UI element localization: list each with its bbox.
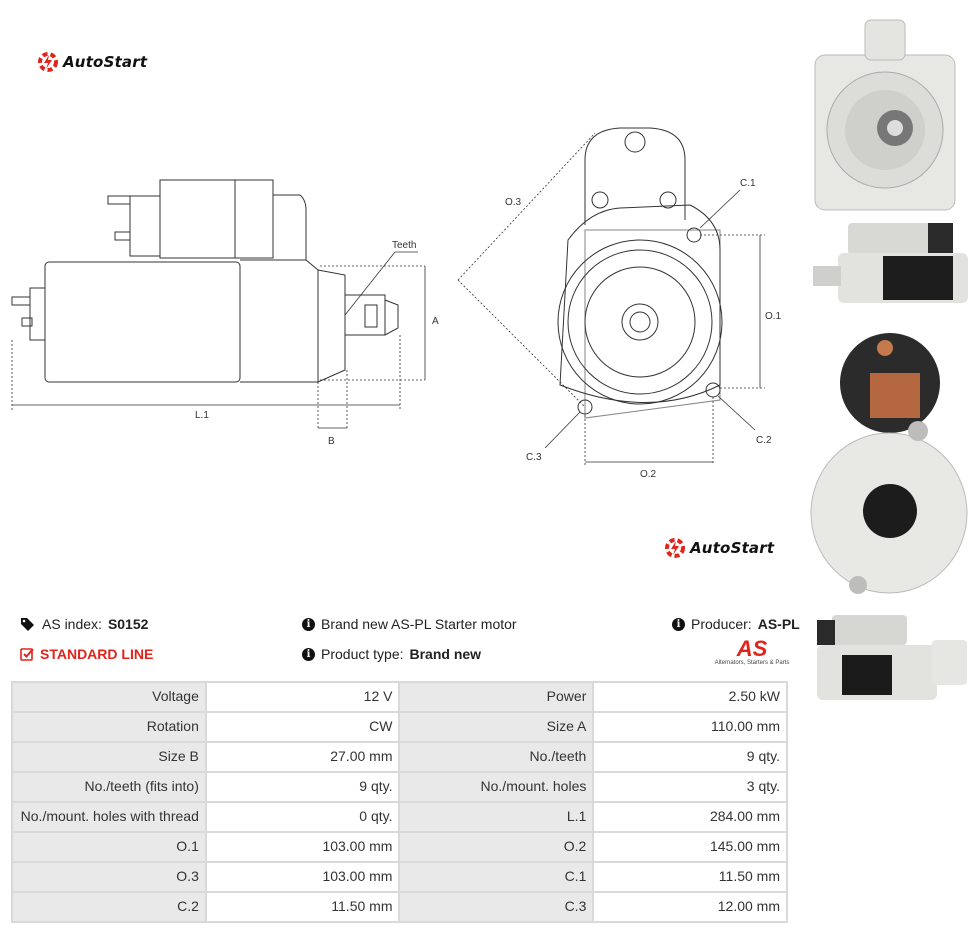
spec-label: Power [400, 683, 593, 711]
spec-label: No./teeth (fits into) [13, 773, 205, 801]
as-pl-logo: AS Alternators, Starters & Parts [712, 636, 792, 667]
spec-label: Voltage [13, 683, 205, 711]
spec-value: 3 qty. [594, 773, 786, 801]
as-logo-tagline: Alternators, Starters & Parts [714, 660, 790, 666]
product-line: STANDARD LINE [20, 646, 153, 662]
label-c1: C.1 [740, 178, 756, 189]
spec-value: 103.00 mm [206, 833, 399, 861]
spec-value: 2.50 kW [594, 683, 786, 711]
spec-label: O.1 [13, 833, 205, 861]
brand-logo-bottom: AutoStart [664, 537, 774, 559]
description-text: Brand new AS-PL Starter motor [321, 616, 517, 632]
logo-text: AutoStart [690, 539, 775, 557]
label-o3: O.3 [505, 197, 522, 208]
spec-value: 103.00 mm [206, 863, 399, 891]
spec-label: O.2 [400, 833, 593, 861]
spec-label: Rotation [13, 713, 205, 741]
as-index-label: AS index: [42, 616, 102, 632]
autostart-logo-icon [38, 52, 58, 72]
product-photo-side[interactable] [808, 218, 970, 313]
spec-label: No./mount. holes [400, 773, 593, 801]
spec-label: L.1 [400, 803, 593, 831]
spec-value: 11.50 mm [594, 863, 786, 891]
as-index: AS index: S0152 [20, 616, 148, 632]
product-type: i Product type: Brand new [302, 646, 481, 662]
product-photo-front[interactable] [810, 10, 960, 215]
table-row: No./teeth (fits into)9 qty.No./mount. ho… [13, 773, 786, 801]
spec-label: O.3 [13, 863, 205, 891]
tags-icon [21, 618, 34, 631]
as-logo-mark: AS [736, 636, 768, 661]
autostart-logo-icon [665, 538, 685, 558]
label-c2: C.2 [756, 435, 772, 446]
spec-value: 12 V [206, 683, 399, 711]
checkbox-checked-icon [20, 648, 34, 661]
spec-label: C.2 [13, 893, 205, 921]
logo-text: AutoStart [63, 53, 148, 71]
spec-label: No./teeth [400, 743, 593, 771]
spec-label: No./mount. holes with thread [13, 803, 205, 831]
line-label: STANDARD LINE [40, 646, 154, 662]
label-a: A [432, 316, 439, 327]
technical-drawing: Teeth A L.1 B O.3 C.1 O.1 C.2 C.3 O [11, 127, 782, 480]
producer: i Producer: AS-PL [672, 616, 800, 632]
product-description: i Brand new AS-PL Starter motor [302, 616, 517, 632]
spec-label: C.3 [400, 893, 593, 921]
info-icon: i [302, 617, 315, 631]
spec-value: 110.00 mm [594, 713, 786, 741]
label-c3: C.3 [526, 452, 542, 463]
label-o2: O.2 [640, 469, 657, 480]
brand-logo-top: AutoStart [37, 51, 147, 73]
as-index-value: S0152 [107, 616, 149, 632]
spec-label: Size A [400, 713, 593, 741]
spec-value: 9 qty. [206, 773, 399, 801]
spec-label: C.1 [400, 863, 593, 891]
spec-value: 27.00 mm [206, 743, 399, 771]
info-icon: i [672, 617, 685, 631]
spec-value: 12.00 mm [594, 893, 786, 921]
label-b: B [328, 436, 335, 447]
spec-value: CW [206, 713, 399, 741]
product-type-value: Brand new [409, 646, 482, 662]
spec-label: Size B [13, 743, 205, 771]
product-photo-perspective[interactable] [812, 610, 972, 705]
label-o1: O.1 [765, 311, 782, 322]
product-photo-rear[interactable] [810, 323, 968, 603]
producer-value: AS-PL [757, 616, 800, 632]
spec-value: 9 qty. [594, 743, 786, 771]
producer-label: Producer: [691, 616, 752, 632]
spec-value: 11.50 mm [206, 893, 399, 921]
spec-value: 284.00 mm [594, 803, 786, 831]
info-icon: i [302, 647, 315, 661]
spec-value: 0 qty. [206, 803, 399, 831]
label-l1: L.1 [195, 410, 209, 421]
label-teeth: Teeth [392, 240, 416, 251]
product-type-label: Product type: [321, 646, 404, 662]
spec-value: 145.00 mm [594, 833, 786, 861]
